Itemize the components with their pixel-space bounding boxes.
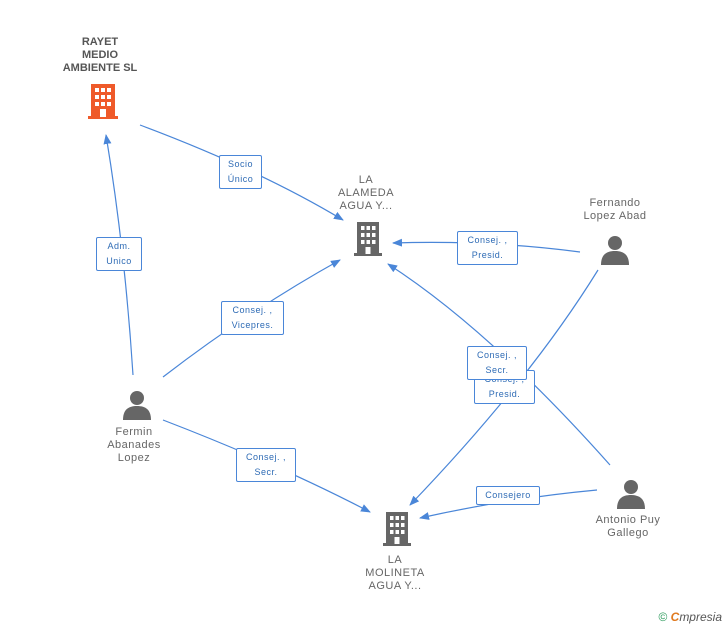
label-line: Fernando [589,197,641,209]
label-line: AGUA Y... [339,200,393,212]
company-label-rayet[interactable]: RAYET MEDIO AMBIENTE SL [40,36,160,75]
person-icon[interactable] [122,389,152,421]
edge-label-line: Único [227,174,254,184]
company-label-molineta[interactable]: LA MOLINETA AGUA Y... [345,554,445,593]
edge-label-line: Secr. [254,467,278,477]
edge-label-line: Presid. [488,389,521,399]
edge-label-fermin-molineta[interactable]: Consej. , Secr. [236,448,296,482]
label-line: Abanades [107,439,161,451]
edge-label-adm-unico[interactable]: Adm. Unico [96,237,142,271]
company-label-alameda[interactable]: LA ALAMEDA AGUA Y... [316,174,416,213]
building-icon[interactable] [352,222,384,257]
edge-label-line: Socio [227,159,253,169]
person-icon[interactable] [600,234,630,266]
edge-label-fernando-alameda[interactable]: Consej. , Presid. [457,231,518,265]
label-line: Gallego [607,527,649,539]
person-label-fermin[interactable]: Fermin Abanades Lopez [84,426,184,465]
label-line: Fermin [115,426,153,438]
label-line: Antonio Puy [595,514,661,526]
copyright-icon: © [658,610,668,624]
label-line: Lopez Abad [583,210,647,222]
label-line: LA [387,554,403,566]
edge-label-antonio-molineta[interactable]: Consejero [476,486,540,505]
building-icon-main[interactable] [86,84,120,120]
person-label-antonio[interactable]: Antonio Puy Gallego [573,514,683,540]
label-line: AGUA Y... [368,580,422,592]
label-line: Lopez [117,452,151,464]
building-icon[interactable] [381,512,413,547]
label-line: MOLINETA [365,567,425,579]
label-line: RAYET [81,36,119,48]
edge-label-line: Adm. [107,241,131,251]
label-line: MEDIO [81,49,119,61]
edge-label-line: Vicepres. [231,320,274,330]
edge-label-fermin-alameda[interactable]: Consej. , Vicepres. [221,301,284,335]
brand-logo: Cmpresia [671,610,722,624]
person-icon[interactable] [616,478,646,510]
edge-label-line: Consej. , [467,235,508,245]
brand-name: mpresia [679,610,722,624]
edge-label-socio-unico[interactable]: Socio Único [219,155,262,189]
footer-brand[interactable]: © Cmpresia [658,610,722,624]
edge-label-line: Consej. , [232,305,273,315]
edge-label-line: Consej. , [476,350,518,360]
label-line: ALAMEDA [337,187,395,199]
edge-label-line: Consej. , [245,452,287,462]
edge-label-antonio-alameda[interactable]: Consej. , Secr. [467,346,527,380]
edge-label-line: Secr. [485,365,509,375]
label-line: LA [358,174,374,186]
label-line: AMBIENTE SL [62,62,138,74]
edge-label-line: Unico [106,256,132,266]
edge-label-line: Consejero [485,490,531,500]
person-label-fernando[interactable]: Fernando Lopez Abad [560,197,670,223]
edge-label-line: Presid. [471,250,504,260]
brand-initial: C [670,610,680,624]
